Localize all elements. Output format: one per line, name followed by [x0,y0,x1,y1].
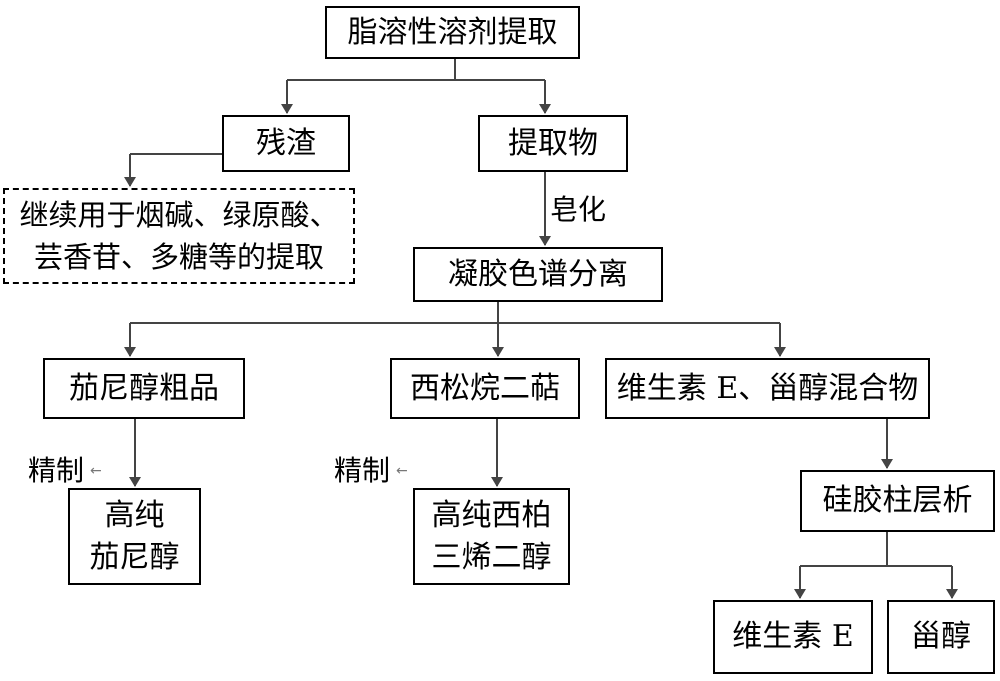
node-solanesol-crude: 茄尼醇粗品 [43,358,245,419]
node-high-purity-cembratriene-diol: 高纯西柏 三烯二醇 [413,488,570,585]
label-refine-1: 精制 [28,454,85,487]
node-high-purity-solanesol: 高纯 茄尼醇 [68,488,201,585]
node-vitE-sterol-mix: 维生素 E、甾醇混合物 [605,358,930,419]
node-extract: 提取物 [478,115,628,172]
node-further-use: 继续用于烟碱、绿原酸、 芸香苷、多糖等的提取 [3,188,355,284]
node-solvent-extraction: 脂溶性溶剂提取 [325,6,580,59]
node-gel-chromatography: 凝胶色谱分离 [413,247,663,302]
cursor-mark-1: ← [90,463,102,479]
node-sterol: 甾醇 [887,600,995,674]
label-refine-2: 精制 [334,454,391,487]
label-saponification: 皂化 [550,193,607,226]
node-residue: 残渣 [222,115,350,172]
node-cembratriene: 西松烷二萜 [390,358,580,419]
cursor-mark-2: ← [396,463,408,479]
node-silica-column: 硅胶柱层析 [800,470,995,532]
node-vitamin-e: 维生素 E [713,600,873,674]
